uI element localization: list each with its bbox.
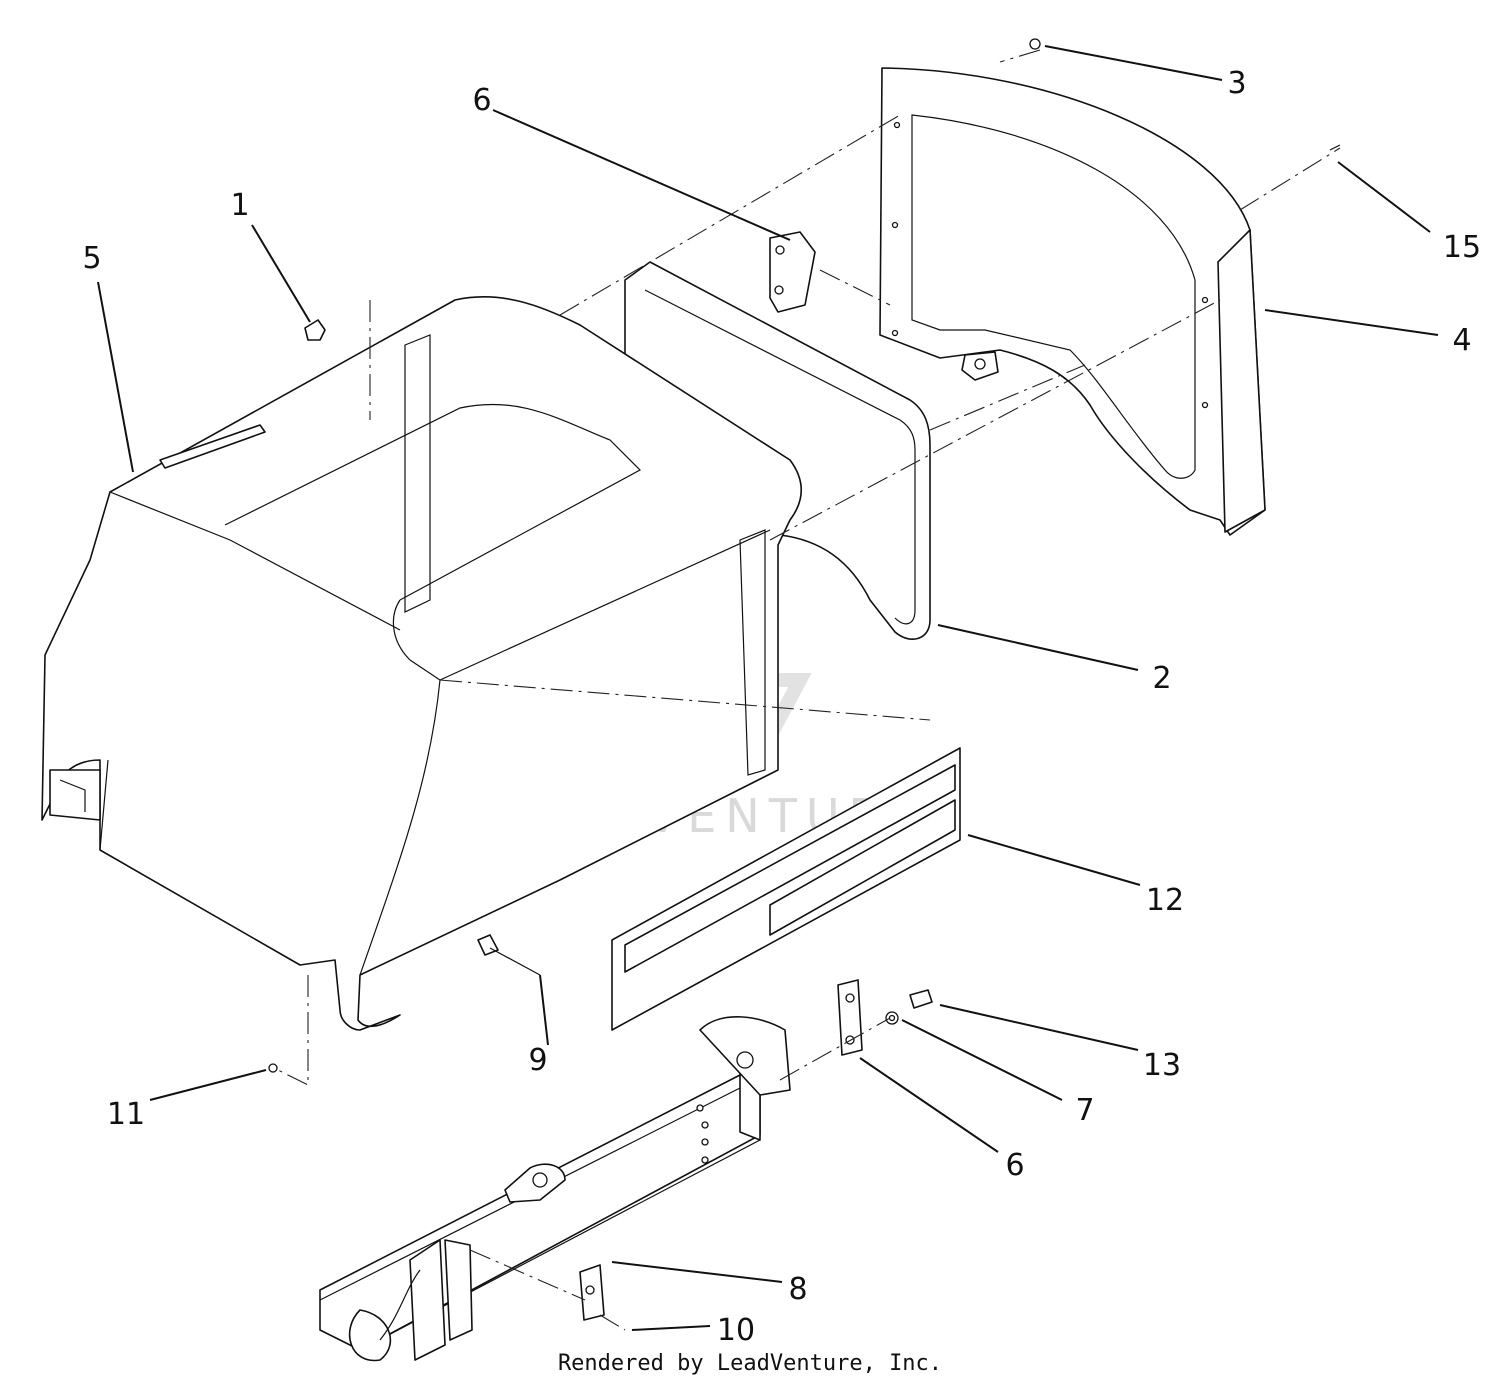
callout-15: 15 [1443,230,1481,265]
leader-lines [97,45,1439,1331]
rear-panel [879,67,1266,536]
callout-11: 11 [107,1097,145,1132]
callout-5: 5 [82,241,101,276]
render-credit: Rendered by LeadVenture, Inc. [557,1351,943,1376]
callout-6-upper: 6 [472,83,491,118]
callout-2: 2 [1152,661,1171,696]
callout-10: 10 [717,1313,755,1348]
callout-4: 4 [1452,323,1471,358]
seal-gasket [624,261,931,640]
callout-7: 7 [1075,1093,1094,1128]
callout-9: 9 [528,1043,547,1078]
lower-bracket [837,979,933,1056]
callout-6-lower: 6 [1005,1148,1024,1183]
callout-8: 8 [788,1272,807,1307]
fasteners [268,38,1341,1321]
alignment-lines [277,49,1341,1331]
frame-rail [319,1016,791,1362]
callout-3: 3 [1227,66,1246,101]
callout-labels: 1 2 3 4 5 6 6 7 8 9 10 11 12 13 15 [82,66,1481,1348]
callout-13: 13 [1143,1048,1181,1083]
hood-shell [41,296,802,1031]
decal-panel [611,747,961,1031]
callout-12: 12 [1146,883,1184,918]
upper-bracket [769,231,816,313]
callout-1: 1 [230,188,249,223]
